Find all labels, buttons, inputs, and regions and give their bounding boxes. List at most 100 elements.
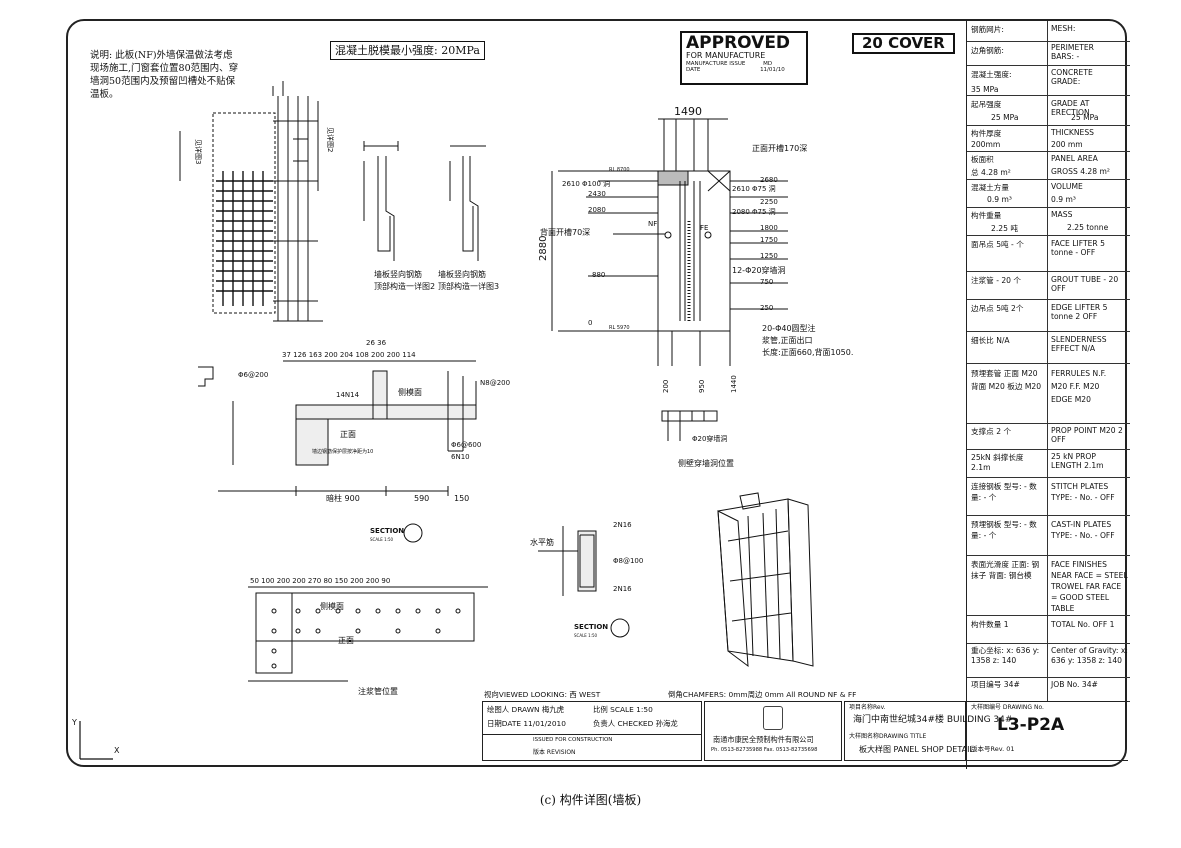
isometric-view [717, 492, 814, 668]
pipe-20c-label: 长度:正面660,背面1050. [762, 347, 853, 357]
detail-2-line1: 墙板竖向钢筋 [374, 269, 422, 279]
detail-3-drawing [449, 145, 486, 261]
n16b-label: 2N16 [613, 585, 632, 593]
xy-axis [79, 721, 113, 760]
dim-1250: 1250 [760, 252, 778, 260]
hole-3: 2080 Φ75 洞 [732, 207, 776, 216]
front-face-label: 正面 [340, 430, 356, 439]
checked-by: 负责人 CHECKED 孙海龙 [593, 719, 678, 728]
detail-2-line2: 顶部构造一详图2 [374, 281, 435, 291]
title-block: 钢筋网片:MESH: 边角钢筋:PERIMETER BARS: - 混凝土强度:… [966, 21, 1130, 769]
pipe-12-label: 12-Φ20穿墙洞 [732, 265, 786, 275]
see-detail-2: 见详图2 [326, 127, 335, 152]
dim-1490: 1490 [674, 105, 702, 118]
approved-text: APPROVED [686, 33, 791, 53]
detail-3-line1: 墙板竖向钢筋 [438, 269, 486, 279]
insul-note: 墙边钢筋保护层按净距为10 [312, 448, 373, 455]
n10-label: 6N10 [451, 453, 470, 461]
dim-750: 750 [760, 278, 773, 286]
grout-layout-drawing [248, 586, 488, 682]
drawing-title-label: 大样图名称DRAWING TITLE [849, 733, 927, 740]
side-holes-label: 侧壁穿墙洞位置 [678, 458, 734, 468]
grout-dims: 50 100 200 200 270 80 150 200 200 90 [250, 577, 390, 585]
section-a-marker [403, 523, 423, 543]
dim-950: 950 [698, 380, 706, 393]
side-face-label: 侧模面 [398, 387, 422, 397]
axis-y-label: Y [71, 718, 77, 727]
axis-x-label: X [114, 746, 120, 755]
project-name: 海门中南世纪城34#楼 BUILDING 34# [853, 715, 1013, 725]
n16a-label: 2N16 [613, 521, 632, 529]
hole-2: 2610 Φ75 洞 [732, 184, 776, 193]
tb-row-mesh: 钢筋网片:MESH: [967, 21, 1130, 42]
revision-box: 绘图人 DRAWN 梅九虎 比例 SCALE 1:50 日期DATE 11/01… [482, 701, 702, 761]
company-box: 南通市康民全预制构件有限公司 Ph. 0513-82735988 Fax. 05… [704, 701, 842, 761]
front-face-2: 正面 [338, 636, 354, 645]
issue-label: MANUFACTURE ISSUE [686, 61, 746, 67]
dim-2250: 2250 [760, 198, 778, 206]
company-phone: Ph. 0513-82735988 Fax. 0513-82735698 [711, 747, 818, 753]
drawing-title: 板大样图 PANEL SHOP DETAIL [859, 745, 974, 754]
detail-3-line2: 顶部构造一详图3 [438, 281, 499, 291]
drawing-number-label: 大样图编号 DRAWING No. [971, 704, 1044, 711]
figure-caption: (c) 构件详图(墙板) [539, 793, 642, 807]
rl-top: RL 8700 [609, 167, 630, 173]
rebar-elevation [179, 81, 323, 322]
front-slot-label: 正面开槽170深 [752, 143, 807, 153]
dim-0: 0 [588, 319, 592, 327]
rl-bot: RL 5970 [609, 325, 630, 331]
grout-pos-label: 注浆管位置 [358, 686, 398, 696]
section-dims-small: 26 36 [366, 339, 387, 347]
panel-elevation [551, 118, 788, 366]
drawing-number-box: 大样图编号 DRAWING No. L3-P2A 版本号Rev. 01 [966, 701, 1128, 761]
tb-row-job: 项目编号 34#JOB No. 34# [967, 677, 1130, 702]
back-slot-label: 背面开槽70深 [540, 227, 590, 237]
scale: 比例 SCALE 1:50 [593, 705, 653, 714]
project-label: 项目名称Rev. [849, 704, 886, 711]
dim-1750: 1750 [760, 236, 778, 244]
view-direction: 视向VIEWED LOOKING: 西 WEST [484, 690, 601, 699]
drawing-canvas: 1490 2880 RL 8700 RL 5970 2610 Φ100 洞 26… [71, 81, 853, 760]
dim-2080: 2080 [588, 206, 606, 214]
side-holes-drawing [661, 410, 718, 441]
issue-date: 11/01/10 [760, 66, 785, 73]
side-face-2: 侧模面 [320, 601, 344, 611]
see-detail-3: 见详图3 [194, 139, 203, 164]
n8-label: N8@200 [480, 379, 510, 387]
revision-number: 版本号Rev. 01 [971, 745, 1015, 753]
tb-row-perimeter: 边角钢筋:PERIMETER BARS: - [967, 41, 1130, 66]
section-a-drawing [198, 360, 477, 496]
horiz-rib-label: 水平筋 [530, 537, 554, 547]
dim-150: 150 [454, 494, 469, 503]
date: 日期DATE 11/01/2010 [487, 719, 566, 728]
hole-1: 2610 Φ100 洞 [562, 179, 610, 188]
for-manufacture: FOR MANUFACTURE [686, 51, 766, 60]
pipe-20-label: 20-Φ40圆型注 [762, 323, 816, 333]
detail-2-drawing [363, 141, 399, 261]
tb-row-concrete: 混凝土强度:CONCRETE GRADE: 35 MPa [967, 65, 1130, 96]
issue-by: MD [763, 61, 773, 67]
project-box: 项目名称Rev. 海门中南世纪城34#楼 BUILDING 34# 大样图名称D… [844, 701, 1012, 761]
n14-label: 14N14 [336, 391, 360, 399]
drawn-by: 绘图人 DRAWN 梅九虎 [487, 705, 565, 714]
cover-stamp: 20 COVER [852, 33, 955, 54]
dim-590: 590 [414, 494, 429, 503]
section-b-marker [610, 618, 630, 638]
dim-2880: 2880 [538, 236, 549, 261]
phi8-label: Φ8@100 [613, 557, 643, 565]
dim-200: 200 [662, 380, 670, 393]
dim-1440: 1440 [730, 375, 738, 393]
dark-col-label: 暗柱 900 [326, 493, 360, 503]
